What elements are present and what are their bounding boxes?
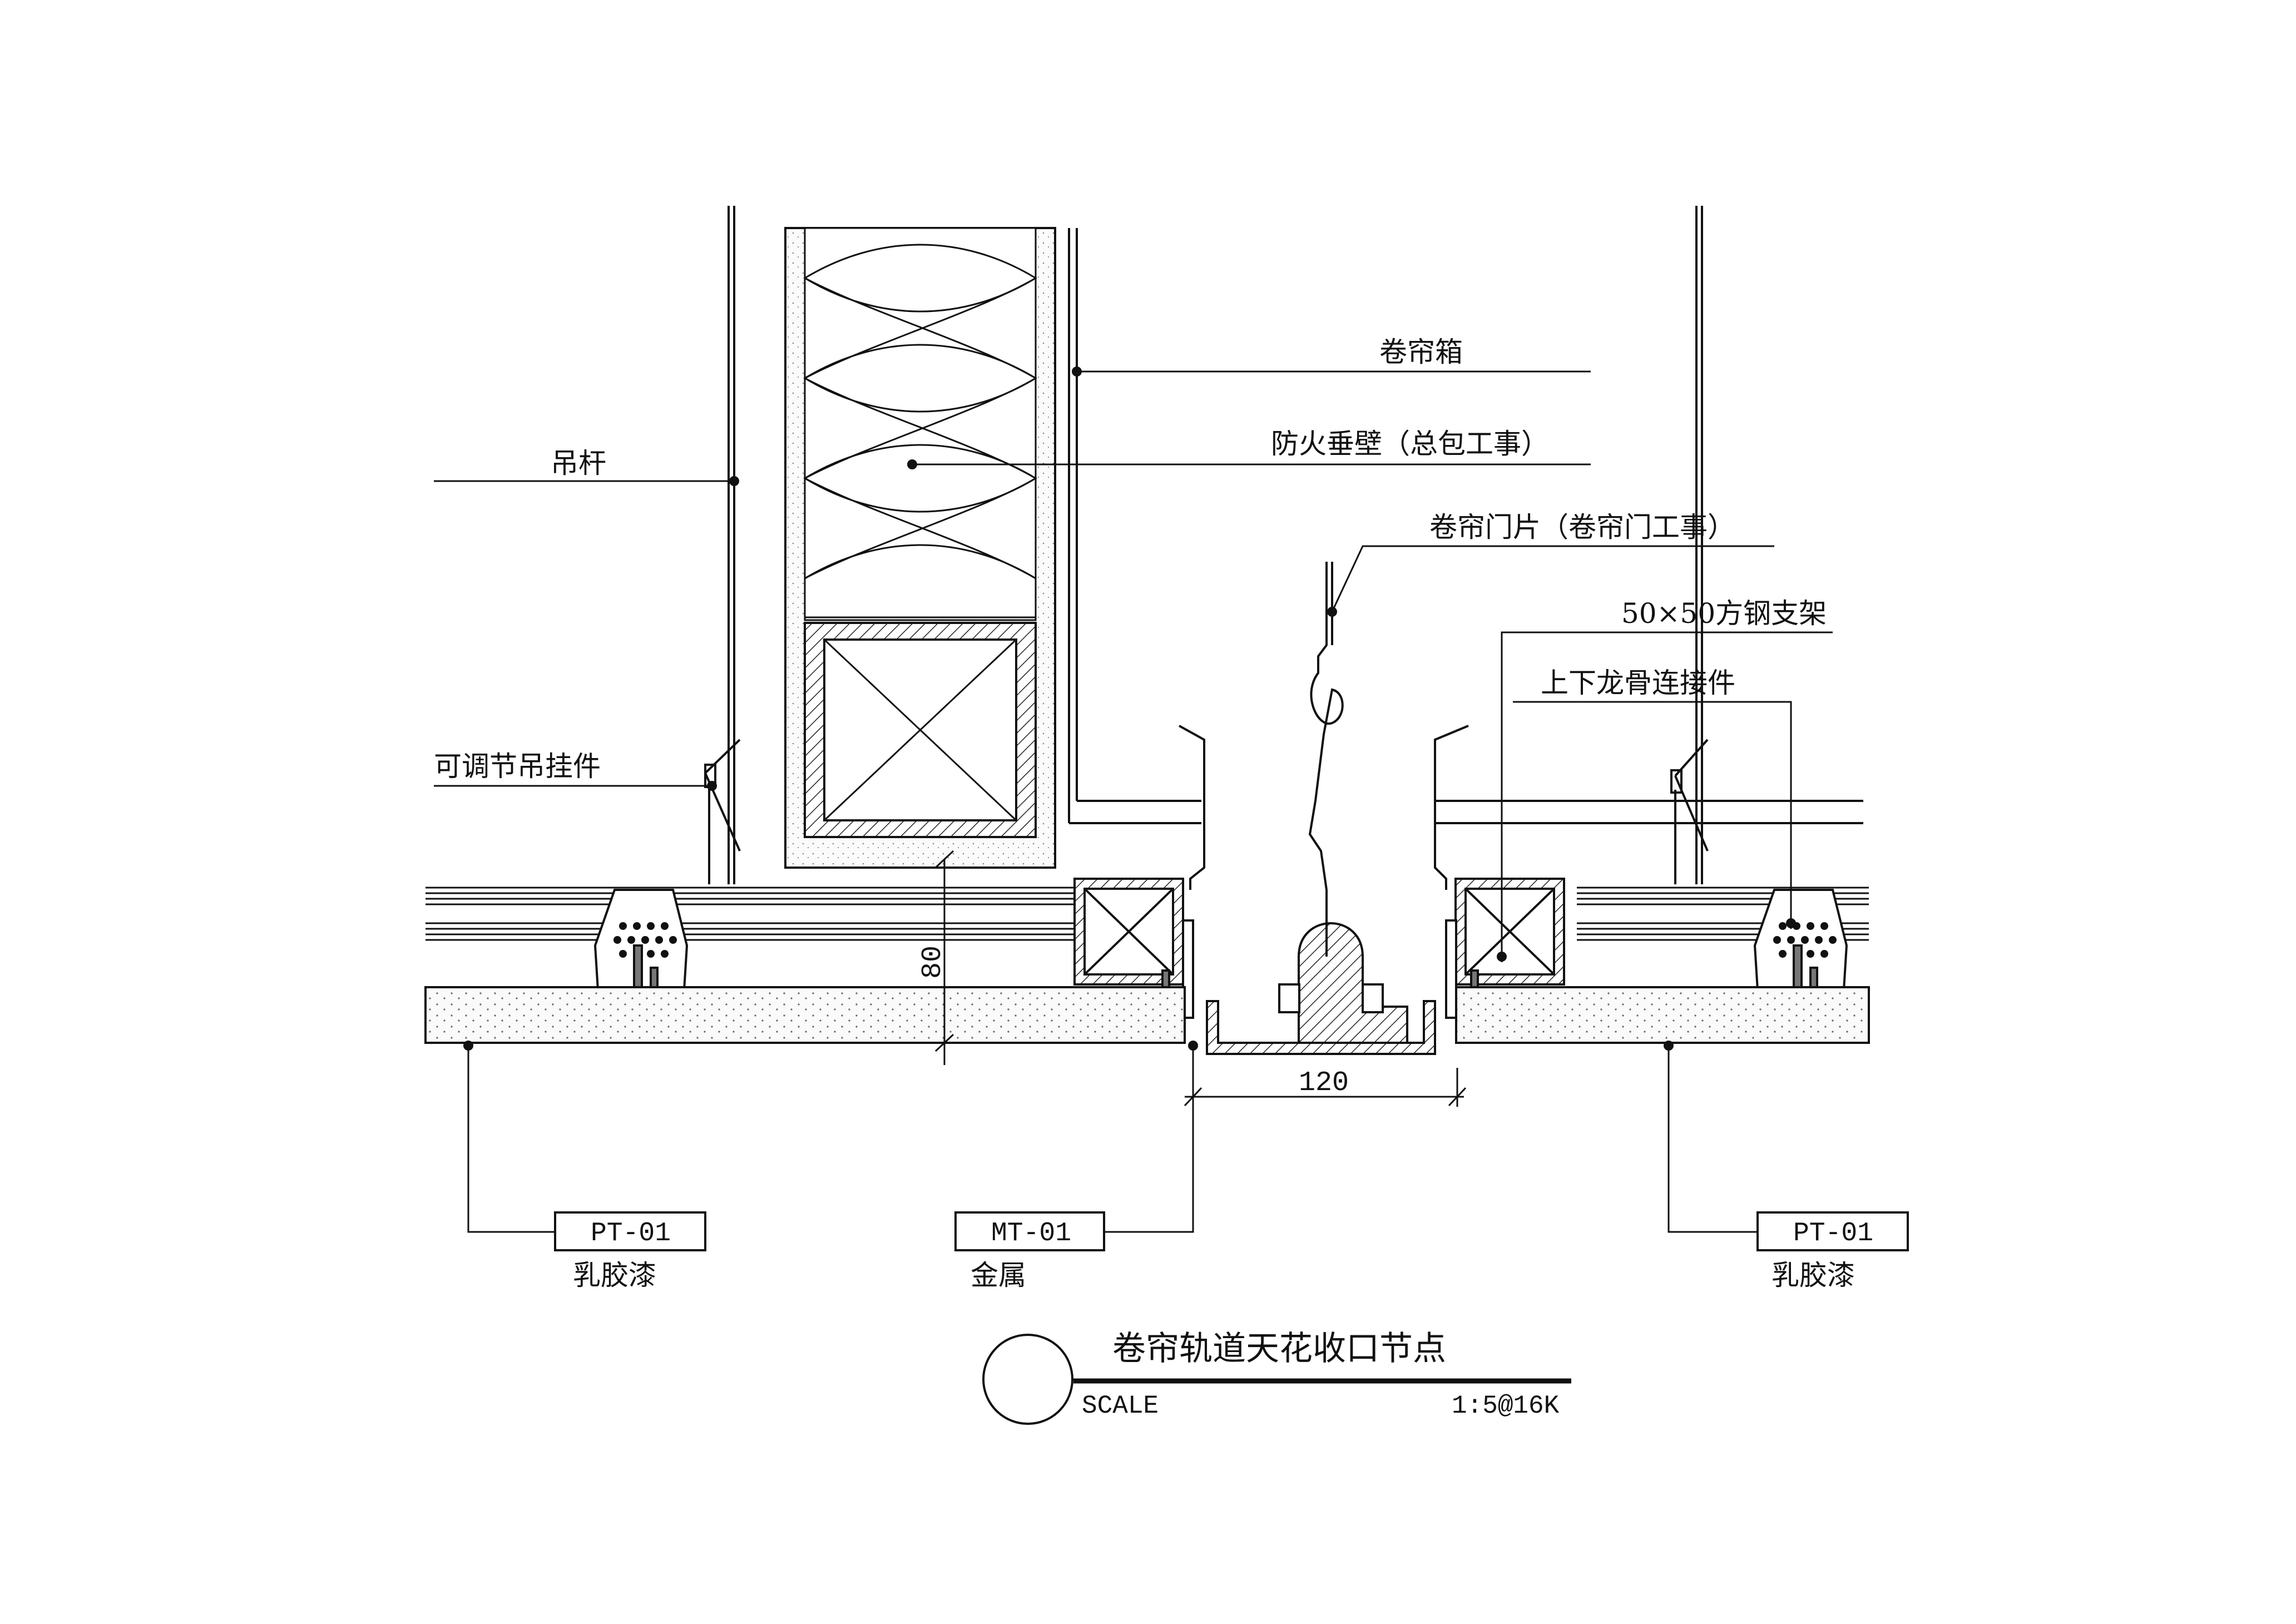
- title-block: 卷帘轨道天花收口节点 SCALE 1:5@16K: [982, 1329, 1571, 1425]
- leader-lines: [434, 370, 1833, 1233]
- track-channel: [1206, 922, 1436, 1055]
- hanger-rods: [728, 206, 1703, 884]
- material-tag-middle: MT-01 金属: [954, 1211, 1105, 1291]
- label-fire-wall: 防火垂壁（总包工事）: [1271, 428, 1549, 460]
- label-adjustable-hanger: 可调节吊挂件: [434, 750, 601, 783]
- material-tag-left: PT-01 乳胶漆: [554, 1211, 706, 1291]
- leader-dots: [463, 367, 1796, 1051]
- gypsum-board: [424, 986, 1870, 1044]
- dimension-lines: [918, 850, 1467, 1107]
- material-code: PT-01: [1793, 1219, 1873, 1249]
- drawing-title: 卷帘轨道天花收口节点: [1112, 1329, 1446, 1368]
- material-tag-right: PT-01 乳胶漆: [1756, 1211, 1909, 1291]
- ceiling-keels: [425, 887, 1869, 941]
- detail-bubble: [982, 1334, 1073, 1425]
- material-code: PT-01: [591, 1219, 671, 1249]
- scale-label: SCALE: [1082, 1392, 1159, 1420]
- door-panel-curtain: [1308, 562, 1344, 957]
- label-hanger-rod: 吊杆: [551, 447, 606, 479]
- dim-vertical-80: 80: [917, 945, 949, 979]
- label-keel-connector: 上下龙骨连接件: [1541, 667, 1735, 699]
- adjustable-hangers: [704, 739, 1709, 884]
- label-steel-bracket: 50×50方钢支架: [1621, 597, 1827, 630]
- roller-box-housing: [1068, 228, 1863, 890]
- label-roller-box: 卷帘箱: [1379, 336, 1463, 368]
- dim-horizontal-120: 120: [1299, 1067, 1349, 1099]
- material-code: MT-01: [991, 1219, 1071, 1249]
- material-name: 金属: [971, 1259, 1026, 1291]
- keel-connectors: [593, 889, 1848, 1041]
- steel-brackets: [1073, 878, 1565, 1024]
- material-name: 乳胶漆: [1772, 1259, 1855, 1291]
- fire-curtain-wall: [784, 227, 1056, 869]
- scale-value: 1:5@16K: [1452, 1392, 1560, 1420]
- label-door-panel: 卷帘门片（卷帘门工事）: [1429, 511, 1735, 543]
- material-name: 乳胶漆: [573, 1259, 656, 1291]
